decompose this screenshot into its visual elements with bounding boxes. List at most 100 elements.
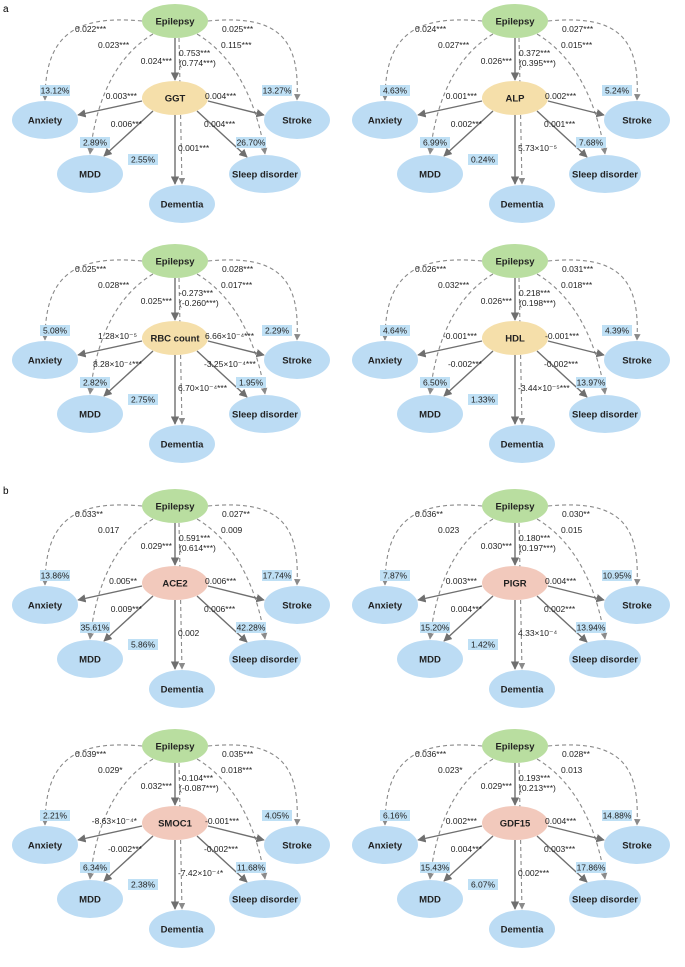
mediator-label: ALP bbox=[506, 94, 526, 105]
direct-effect-mdd: 0.023 bbox=[438, 525, 460, 535]
mediator-effect-stroke: 0.004*** bbox=[545, 816, 577, 826]
direct-effect-mdd: 0.023* bbox=[438, 765, 463, 775]
mediator-to-mdd-arrow bbox=[103, 835, 154, 882]
proportion-mediated-dementia: 2.55% bbox=[128, 154, 158, 165]
direct-effect-dementia: 0.025*** bbox=[141, 296, 173, 306]
outcome-label-dementia: Dementia bbox=[501, 440, 544, 451]
direct-effect-arrow-mdd bbox=[87, 758, 154, 880]
proportion-value: 1.33% bbox=[471, 395, 496, 405]
direct-effect-arrow-stroke bbox=[207, 504, 301, 586]
proportion-mediated-dementia: 5.86% bbox=[128, 639, 158, 650]
proportion-mediated-mdd: 15.43% bbox=[420, 862, 450, 873]
proportion-mediated-mdd: 35.61% bbox=[80, 622, 110, 633]
direct-effect-arrow-anxiety bbox=[381, 504, 483, 586]
proportion-value: 5.24% bbox=[605, 86, 630, 96]
outcome-label-anxiety: Anxiety bbox=[368, 356, 403, 367]
mediator-node bbox=[482, 321, 548, 355]
proportion-value: 2.55% bbox=[131, 155, 156, 165]
proportion-mediated-dementia: 1.33% bbox=[468, 394, 498, 405]
proportion-mediated-mdd: 2.89% bbox=[80, 137, 110, 148]
mediator-effect-dementia: 0.001*** bbox=[178, 143, 210, 153]
direct-effect-arrow-mdd bbox=[427, 758, 494, 880]
exposure-mediator-coef: 0.753*** bbox=[179, 48, 211, 58]
proportion-box bbox=[262, 325, 292, 336]
direct-effect-dementia: 0.032*** bbox=[141, 781, 173, 791]
proportion-value: 2.29% bbox=[265, 326, 290, 336]
proportion-box bbox=[40, 810, 70, 821]
mediator-node bbox=[142, 806, 208, 840]
exposure-mediator-coef: 0.218*** bbox=[519, 288, 551, 298]
mediator-node bbox=[142, 81, 208, 115]
exposure-node bbox=[482, 4, 548, 38]
mediator-to-mdd-arrow bbox=[443, 595, 494, 642]
proportion-box bbox=[236, 377, 266, 388]
direct-effect-mdd: 0.023*** bbox=[98, 40, 130, 50]
mediator-to-stroke-arrow bbox=[547, 825, 605, 843]
mediator-effect-anxiety: 0.005** bbox=[109, 576, 138, 586]
mediator-effect-stroke: -0.001*** bbox=[545, 331, 580, 341]
direct-effect-anxiety: 0.024*** bbox=[415, 24, 447, 34]
proportion-box bbox=[380, 325, 410, 336]
mediator-effect-anxiety: -8.63×10⁻⁴* bbox=[92, 816, 138, 826]
proportion-value: 17.86% bbox=[577, 863, 606, 873]
outcome-label-mdd: MDD bbox=[419, 655, 441, 666]
mediator-effect-sleep-disorder: 0.001*** bbox=[544, 119, 576, 129]
exposure-node bbox=[142, 244, 208, 278]
proportion-value: 10.95% bbox=[603, 571, 632, 581]
mediator-to-stroke-arrow bbox=[547, 340, 605, 358]
outcome-node-anxiety bbox=[12, 101, 78, 139]
direct-effect-arrow-stroke bbox=[207, 19, 301, 101]
direct-effect-anxiety: 0.036*** bbox=[415, 749, 447, 759]
outcome-node-mdd bbox=[57, 640, 123, 678]
mediator-effect-anxiety: -0.001*** bbox=[443, 331, 478, 341]
proportion-value: 13.94% bbox=[577, 623, 606, 633]
outcome-node-stroke bbox=[604, 826, 670, 864]
proportion-value: 6.34% bbox=[83, 863, 108, 873]
direct-effect-arrow-stroke bbox=[547, 504, 641, 586]
outcome-label-stroke: Stroke bbox=[622, 841, 652, 852]
direct-effect-arrow-mdd bbox=[427, 33, 494, 155]
outcome-label-sleep-disorder: Sleep disorder bbox=[232, 895, 298, 906]
direct-effect-stroke: 0.030** bbox=[562, 509, 591, 519]
exposure-mediator-coef-adjusted: (0.197***) bbox=[519, 543, 556, 553]
outcome-label-sleep-disorder: Sleep disorder bbox=[572, 410, 638, 421]
outcome-node-anxiety bbox=[352, 826, 418, 864]
mediator-to-mdd-arrow bbox=[103, 110, 154, 157]
direct-effect-stroke: 0.027** bbox=[222, 509, 251, 519]
proportion-value: 7.68% bbox=[579, 138, 604, 148]
proportion-value: 2.21% bbox=[43, 811, 68, 821]
mediator-effect-stroke: -0.001*** bbox=[205, 816, 240, 826]
outcome-label-dementia: Dementia bbox=[161, 440, 204, 451]
outcome-node-stroke bbox=[264, 826, 330, 864]
mediator-effect-stroke: 0.006*** bbox=[205, 576, 237, 586]
mediator-to-stroke-arrow bbox=[207, 825, 265, 843]
proportion-value: 4.39% bbox=[605, 326, 630, 336]
mediator-to-sleep-disorder-arrow bbox=[196, 350, 248, 398]
mediator-effect-sleep-disorder: 0.006*** bbox=[204, 604, 236, 614]
direct-effect-anxiety: 0.022*** bbox=[75, 24, 107, 34]
exposure-mediator-coef-adjusted: (0.395***) bbox=[519, 58, 556, 68]
mediator-to-sleep-disorder-arrow bbox=[196, 835, 248, 883]
outcome-node-anxiety bbox=[352, 101, 418, 139]
proportion-mediated-stroke: 14.88% bbox=[602, 810, 632, 821]
mediator-effect-mdd: 8.28×10⁻⁴*** bbox=[93, 359, 143, 369]
outcome-node-mdd bbox=[397, 155, 463, 193]
proportion-value: 15.20% bbox=[421, 623, 450, 633]
proportion-box bbox=[602, 325, 632, 336]
direct-effect-sleep-disorder: 0.115*** bbox=[221, 40, 252, 50]
direct-effect-arrow-stroke bbox=[547, 259, 641, 341]
outcome-label-stroke: Stroke bbox=[282, 116, 312, 127]
proportion-box bbox=[468, 394, 498, 405]
outcome-label-mdd: MDD bbox=[79, 655, 101, 666]
direct-effect-dementia: 0.024*** bbox=[141, 56, 173, 66]
proportion-value: 14.88% bbox=[603, 811, 632, 821]
outcome-node-sleep-disorder bbox=[229, 155, 301, 193]
proportion-value: 6.07% bbox=[471, 880, 496, 890]
exposure-mediator-coef: 0.372*** bbox=[519, 48, 551, 58]
outcome-label-dementia: Dementia bbox=[161, 685, 204, 696]
outcome-label-anxiety: Anxiety bbox=[368, 601, 403, 612]
direct-effect-stroke: 0.031*** bbox=[562, 264, 594, 274]
proportion-value: 2.75% bbox=[131, 395, 156, 405]
proportion-mediated-mdd: 6.50% bbox=[420, 377, 450, 388]
